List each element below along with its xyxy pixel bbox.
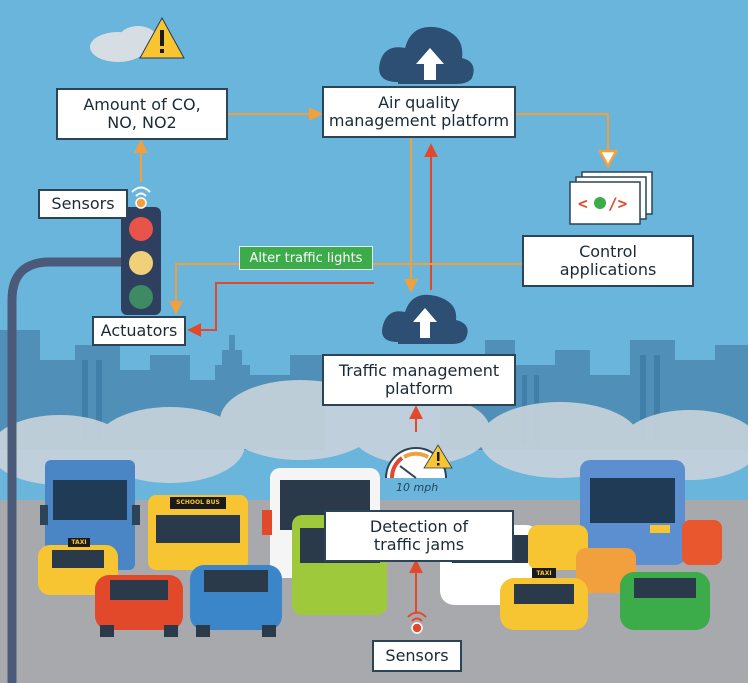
alter-traffic-lights-label: Alter traffic lights — [239, 246, 373, 270]
control-applications-box: Control applications — [522, 235, 694, 287]
sensors-top-label: Sensors — [51, 194, 115, 214]
cloud-upload-icon — [382, 294, 468, 344]
detection-box: Detection of traffic jams — [324, 510, 514, 562]
blue-bus — [580, 460, 685, 565]
school-bus-sign: SCHOOL BUS — [176, 499, 220, 506]
green-car — [620, 572, 710, 630]
traffic-management-platform-label: Traffic management platform — [338, 361, 500, 398]
red-car — [95, 575, 183, 637]
cloud-upload-icon — [379, 26, 474, 84]
taxi-sign: TAXI — [536, 570, 552, 577]
svg-text:/>: /> — [608, 194, 627, 213]
smog-clouds — [0, 370, 748, 485]
speedometer-icon — [385, 444, 453, 479]
warning-triangle-icon — [90, 16, 185, 62]
blue-car — [190, 565, 282, 637]
taxi-sign: TAXI — [71, 539, 87, 546]
emissions-label: Amount of CO, NO, NO2 — [83, 95, 201, 132]
truck — [40, 460, 140, 570]
speed-readout: 10 mph — [396, 481, 439, 494]
traffic-light-icon — [121, 207, 161, 315]
traffic-management-platform-box: Traffic management platform — [322, 354, 516, 406]
school-bus — [148, 495, 248, 570]
flow-arrows — [134, 107, 608, 614]
sensors-bottom-box: Sensors — [372, 640, 462, 672]
street-pole — [7, 257, 130, 683]
actuators-box: Actuators — [92, 316, 186, 346]
actuators-label: Actuators — [100, 321, 178, 341]
detection-label: Detection of traffic jams — [369, 517, 469, 554]
wireless-sensor-icon — [131, 186, 151, 209]
emissions-box: Amount of CO, NO, NO2 — [56, 88, 228, 140]
sensors-top-box: Sensors — [38, 189, 128, 219]
taxi-front — [500, 568, 588, 630]
control-applications-label: Control applications — [559, 242, 657, 279]
code-window-icon: < /> — [569, 171, 653, 225]
sensors-bottom-label: Sensors — [385, 646, 449, 666]
air-quality-platform-label: Air quality management platform — [328, 93, 510, 130]
air-quality-platform-box: Air quality management platform — [322, 86, 516, 138]
svg-text:<: < — [578, 194, 588, 213]
orange-car-right — [682, 520, 722, 565]
